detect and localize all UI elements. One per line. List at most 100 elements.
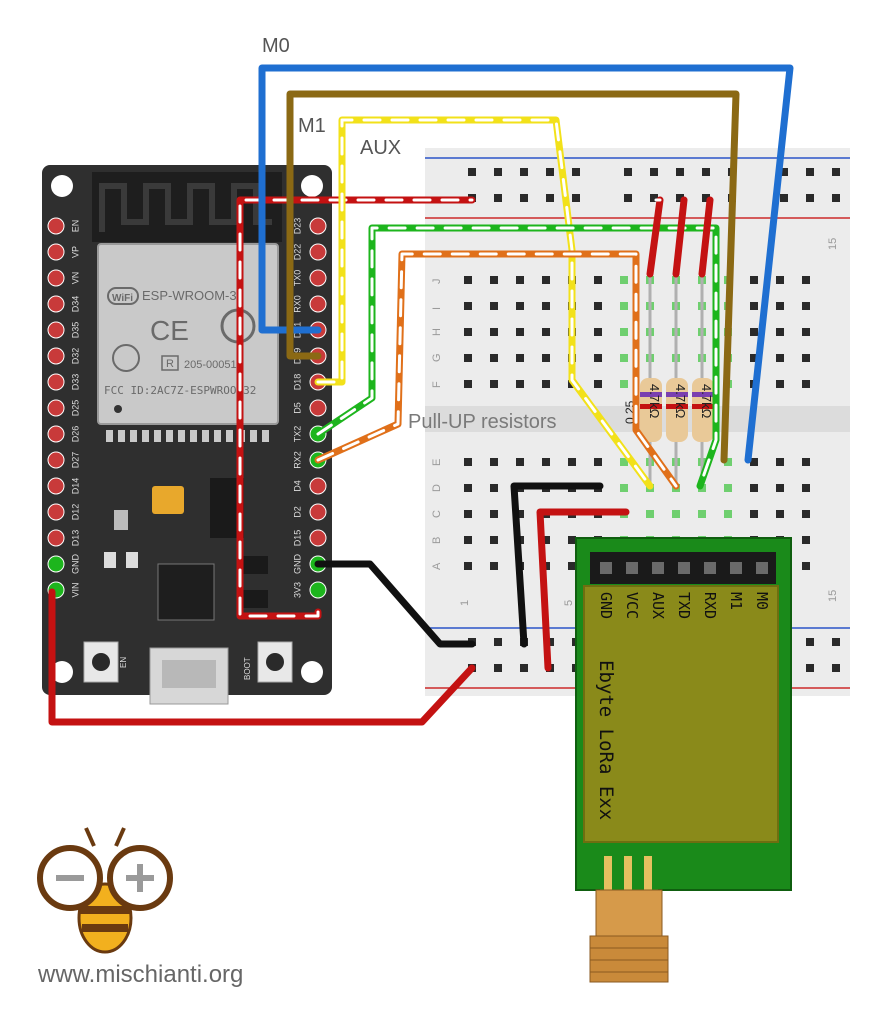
breadboard-hole[interactable]: [806, 168, 814, 176]
breadboard-hole[interactable]: [620, 276, 628, 284]
breadboard-hole[interactable]: [776, 510, 784, 518]
esp32-pin-d4[interactable]: [309, 477, 327, 495]
lora-pin-rxd[interactable]: [704, 562, 716, 574]
breadboard-hole[interactable]: [802, 380, 810, 388]
esp32-pin-d33[interactable]: [47, 373, 65, 391]
breadboard-hole[interactable]: [832, 168, 840, 176]
breadboard-hole[interactable]: [620, 380, 628, 388]
esp32-pin-d27[interactable]: [47, 451, 65, 469]
breadboard-hole[interactable]: [802, 276, 810, 284]
breadboard-hole[interactable]: [802, 354, 810, 362]
breadboard-hole[interactable]: [494, 638, 502, 646]
breadboard-hole[interactable]: [750, 458, 758, 466]
breadboard-hole[interactable]: [776, 276, 784, 284]
esp32-pin-d5[interactable]: [309, 399, 327, 417]
breadboard-hole[interactable]: [464, 354, 472, 362]
breadboard-hole[interactable]: [776, 328, 784, 336]
breadboard-hole[interactable]: [776, 380, 784, 388]
esp32-pin-rx0[interactable]: [309, 295, 327, 313]
breadboard-hole[interactable]: [520, 168, 528, 176]
breadboard-hole[interactable]: [676, 168, 684, 176]
breadboard-hole[interactable]: [490, 536, 498, 544]
lora-pin-txd[interactable]: [678, 562, 690, 574]
breadboard-hole[interactable]: [750, 510, 758, 518]
breadboard-hole[interactable]: [568, 562, 576, 570]
breadboard-hole[interactable]: [802, 484, 810, 492]
breadboard-hole[interactable]: [802, 458, 810, 466]
breadboard-hole[interactable]: [780, 168, 788, 176]
breadboard-hole[interactable]: [620, 328, 628, 336]
breadboard-hole[interactable]: [724, 484, 732, 492]
breadboard-hole[interactable]: [750, 302, 758, 310]
breadboard-hole[interactable]: [516, 458, 524, 466]
breadboard-hole[interactable]: [620, 354, 628, 362]
breadboard-hole[interactable]: [516, 354, 524, 362]
esp32-pin-vn[interactable]: [47, 269, 65, 287]
breadboard-hole[interactable]: [568, 536, 576, 544]
breadboard-hole[interactable]: [490, 458, 498, 466]
breadboard-hole[interactable]: [620, 484, 628, 492]
breadboard-hole[interactable]: [490, 328, 498, 336]
breadboard-hole[interactable]: [832, 664, 840, 672]
breadboard-hole[interactable]: [624, 194, 632, 202]
breadboard-hole[interactable]: [594, 302, 602, 310]
breadboard-hole[interactable]: [750, 276, 758, 284]
lora-pin-m0[interactable]: [756, 562, 768, 574]
breadboard-hole[interactable]: [806, 664, 814, 672]
breadboard-hole[interactable]: [594, 276, 602, 284]
esp32-pin-d2[interactable]: [309, 503, 327, 521]
breadboard-hole[interactable]: [806, 638, 814, 646]
breadboard-hole[interactable]: [490, 276, 498, 284]
esp32-pin-d25[interactable]: [47, 399, 65, 417]
breadboard-hole[interactable]: [802, 302, 810, 310]
esp32-pin-d32[interactable]: [47, 347, 65, 365]
breadboard-hole[interactable]: [802, 510, 810, 518]
breadboard-hole[interactable]: [750, 354, 758, 362]
breadboard-hole[interactable]: [594, 328, 602, 336]
breadboard-hole[interactable]: [542, 536, 550, 544]
esp32-pin-d14[interactable]: [47, 477, 65, 495]
breadboard-hole[interactable]: [724, 510, 732, 518]
breadboard-hole[interactable]: [464, 562, 472, 570]
breadboard-hole[interactable]: [802, 328, 810, 336]
breadboard-hole[interactable]: [546, 194, 554, 202]
breadboard-hole[interactable]: [542, 302, 550, 310]
breadboard-hole[interactable]: [494, 168, 502, 176]
breadboard-hole[interactable]: [594, 354, 602, 362]
breadboard-hole[interactable]: [624, 168, 632, 176]
breadboard-hole[interactable]: [750, 484, 758, 492]
breadboard-hole[interactable]: [672, 510, 680, 518]
breadboard-hole[interactable]: [516, 302, 524, 310]
breadboard-hole[interactable]: [546, 168, 554, 176]
breadboard-hole[interactable]: [776, 458, 784, 466]
esp32-pin-gnd[interactable]: [47, 555, 65, 573]
breadboard-hole[interactable]: [490, 484, 498, 492]
breadboard-hole[interactable]: [464, 380, 472, 388]
breadboard-hole[interactable]: [646, 510, 654, 518]
esp32-pin-d34[interactable]: [47, 295, 65, 313]
breadboard-hole[interactable]: [494, 194, 502, 202]
breadboard-hole[interactable]: [542, 354, 550, 362]
lora-pin-m1[interactable]: [730, 562, 742, 574]
esp32-pin-d22[interactable]: [309, 243, 327, 261]
lora-pin-vcc[interactable]: [626, 562, 638, 574]
lora-pin-aux[interactable]: [652, 562, 664, 574]
breadboard-hole[interactable]: [698, 510, 706, 518]
breadboard-hole[interactable]: [594, 380, 602, 388]
esp32-pin-d35[interactable]: [47, 321, 65, 339]
breadboard-hole[interactable]: [464, 302, 472, 310]
breadboard-hole[interactable]: [490, 562, 498, 570]
breadboard-hole[interactable]: [464, 536, 472, 544]
esp32-pin-en[interactable]: [47, 217, 65, 235]
breadboard-hole[interactable]: [776, 484, 784, 492]
breadboard-hole[interactable]: [490, 380, 498, 388]
esp32-pin-d26[interactable]: [47, 425, 65, 443]
breadboard-hole[interactable]: [832, 194, 840, 202]
breadboard-hole[interactable]: [568, 458, 576, 466]
breadboard-hole[interactable]: [806, 194, 814, 202]
breadboard-hole[interactable]: [464, 328, 472, 336]
breadboard-hole[interactable]: [702, 194, 710, 202]
breadboard-hole[interactable]: [620, 302, 628, 310]
breadboard-hole[interactable]: [676, 194, 684, 202]
breadboard-hole[interactable]: [516, 328, 524, 336]
